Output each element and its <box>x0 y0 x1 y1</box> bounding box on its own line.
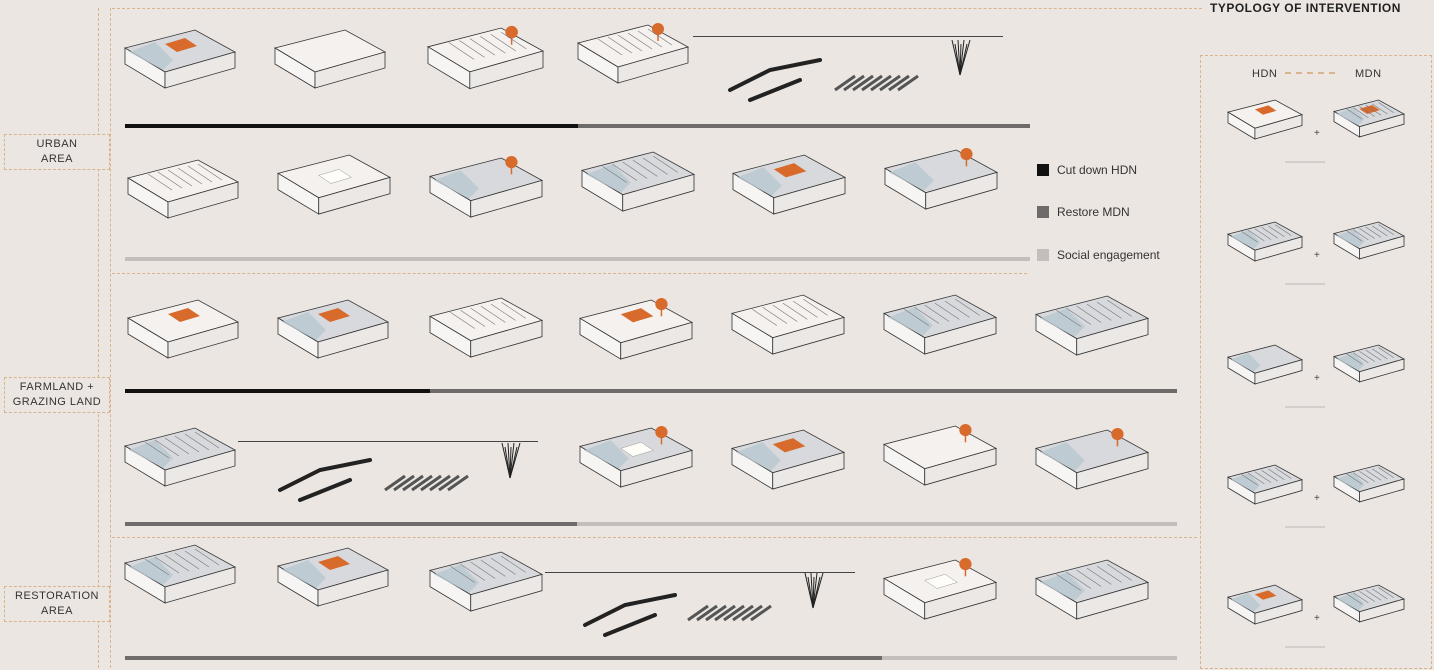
reed-plant-icon <box>502 443 520 478</box>
intervention-block <box>733 155 845 214</box>
root-plant-icon <box>280 460 370 500</box>
intervention-block <box>1228 465 1302 504</box>
plus-sign: + <box>1314 250 1320 261</box>
intervention-block <box>732 430 844 489</box>
intervention-block <box>1036 560 1148 619</box>
intervention-block <box>1334 345 1404 382</box>
grass-plant-icon <box>688 606 771 620</box>
intervention-block <box>884 424 996 485</box>
intervention-block <box>125 428 235 486</box>
grass-plant-icon <box>835 76 918 90</box>
intervention-block <box>1228 222 1302 261</box>
intervention-block <box>275 30 385 88</box>
intervention-block <box>278 548 388 606</box>
intervention-block <box>578 23 688 83</box>
intervention-block <box>884 295 996 354</box>
intervention-block <box>1334 100 1404 137</box>
intervention-block <box>1036 428 1148 489</box>
intervention-block <box>884 558 996 619</box>
root-plant-icon <box>730 60 820 100</box>
intervention-block <box>128 300 238 358</box>
intervention-block <box>1334 222 1404 259</box>
intervention-block <box>428 26 543 89</box>
intervention-block <box>430 298 542 357</box>
intervention-block <box>1228 585 1302 624</box>
grass-plant-icon <box>385 476 468 490</box>
intervention-block <box>125 30 235 88</box>
plus-sign: + <box>1314 128 1320 139</box>
intervention-block <box>278 155 390 214</box>
reed-plant-icon <box>952 40 970 75</box>
root-plant-icon <box>585 595 675 635</box>
intervention-block <box>885 148 997 209</box>
intervention-block <box>128 160 238 218</box>
intervention-block <box>125 545 235 603</box>
intervention-block <box>582 152 694 211</box>
reed-plant-icon <box>805 573 823 608</box>
intervention-block <box>1228 100 1302 139</box>
intervention-block <box>278 300 388 358</box>
intervention-block <box>1036 296 1148 355</box>
intervention-block <box>1334 465 1404 502</box>
intervention-block <box>1228 345 1302 384</box>
intervention-block <box>430 156 542 217</box>
intervention-block <box>732 295 844 354</box>
intervention-block <box>430 552 542 611</box>
plus-sign: + <box>1314 493 1320 504</box>
plus-sign: + <box>1314 373 1320 384</box>
intervention-block <box>580 298 692 359</box>
intervention-block <box>1334 585 1404 622</box>
intervention-block <box>580 426 692 487</box>
plus-sign: + <box>1314 613 1320 624</box>
